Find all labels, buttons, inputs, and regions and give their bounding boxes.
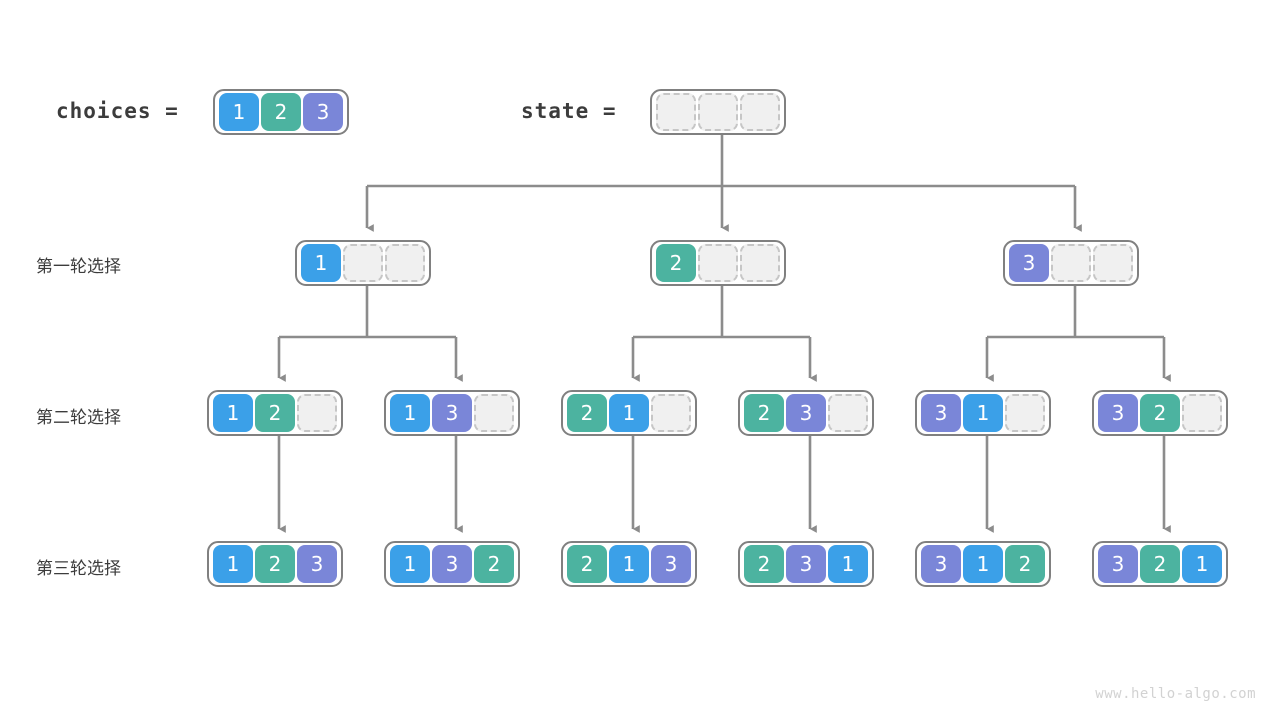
array-cell-filled: 3	[786, 394, 826, 432]
array-cell-filled: 3	[1009, 244, 1049, 282]
array-cell-empty	[343, 244, 383, 282]
array-cell-filled: 3	[921, 394, 961, 432]
array-cell-empty	[385, 244, 425, 282]
array-cell-filled: 3	[651, 545, 691, 583]
state-array-root	[650, 89, 786, 135]
array-cell-filled: 2	[1005, 545, 1045, 583]
array-cell-empty	[1051, 244, 1091, 282]
array-cell-empty	[1182, 394, 1222, 432]
array-cell-filled: 1	[828, 545, 868, 583]
array-cell-filled: 2	[656, 244, 696, 282]
array-cell-filled: 1	[963, 394, 1003, 432]
array-cell-empty	[297, 394, 337, 432]
array-cell-filled: 2	[1140, 545, 1180, 583]
array-cell-filled: 3	[1098, 394, 1138, 432]
array-cell-filled: 3	[303, 93, 343, 131]
row-label-round-1: 第一轮选择	[36, 257, 121, 277]
array-cell-empty	[656, 93, 696, 131]
array-cell-empty	[474, 394, 514, 432]
array-cell-filled: 2	[474, 545, 514, 583]
array-cell-filled: 1	[213, 394, 253, 432]
array-cell-filled: 1	[213, 545, 253, 583]
array-cell-filled: 2	[744, 545, 784, 583]
array-cell-filled: 3	[432, 545, 472, 583]
array-cell-empty	[740, 93, 780, 131]
array-cell-empty	[828, 394, 868, 432]
array-cell-filled: 1	[219, 93, 259, 131]
level1-node-2: 2	[650, 240, 786, 286]
array-cell-filled: 2	[261, 93, 301, 131]
array-cell-filled: 1	[390, 394, 430, 432]
array-cell-filled: 1	[609, 394, 649, 432]
watermark: www.hello-algo.com	[1095, 686, 1256, 702]
array-cell-filled: 1	[1182, 545, 1222, 583]
array-cell-filled: 3	[921, 545, 961, 583]
array-cell-empty	[698, 93, 738, 131]
row-label-round-2: 第二轮选择	[36, 408, 121, 428]
array-cell-filled: 1	[301, 244, 341, 282]
row-label-round-3: 第三轮选择	[36, 559, 121, 579]
array-cell-filled: 2	[1140, 394, 1180, 432]
array-cell-filled: 3	[786, 545, 826, 583]
array-cell-filled: 2	[567, 545, 607, 583]
choices-label: choices =	[56, 99, 179, 123]
level1-node-1: 1	[295, 240, 431, 286]
array-cell-filled: 3	[432, 394, 472, 432]
array-cell-filled: 2	[744, 394, 784, 432]
array-cell-filled: 1	[390, 545, 430, 583]
array-cell-empty	[740, 244, 780, 282]
array-cell-empty	[1093, 244, 1133, 282]
array-cell-filled: 1	[963, 545, 1003, 583]
array-cell-empty	[698, 244, 738, 282]
state-label: state =	[521, 99, 617, 123]
array-cell-empty	[651, 394, 691, 432]
array-cell-filled: 3	[297, 545, 337, 583]
array-cell-filled: 2	[567, 394, 607, 432]
array-cell-filled: 2	[255, 394, 295, 432]
array-cell-empty	[1005, 394, 1045, 432]
array-cell-filled: 2	[255, 545, 295, 583]
level1-node-3: 3	[1003, 240, 1139, 286]
array-cell-filled: 3	[1098, 545, 1138, 583]
array-cell-filled: 1	[609, 545, 649, 583]
